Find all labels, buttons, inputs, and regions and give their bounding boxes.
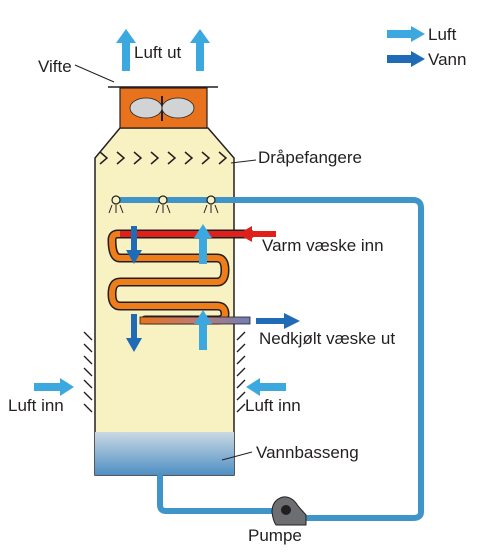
air-inlet-louvers-left — [83, 331, 93, 413]
drift-leader-line — [230, 159, 257, 164]
pump-label: Pumpe — [248, 526, 302, 545]
hot-fluid-arrow — [238, 226, 276, 242]
air-in-arrow-left — [34, 378, 74, 396]
legend-item-air: Luft — [387, 25, 457, 44]
cooled-fluid-label: Nedkjølt væske ut — [259, 329, 395, 348]
air-flow-arrow — [194, 310, 212, 350]
nozzle — [111, 195, 121, 205]
cooled-fluid-arrow — [256, 313, 300, 329]
air-in-arrow-right — [246, 378, 286, 396]
air-in-right-label: Luft inn — [245, 396, 301, 415]
fan-leader-line — [74, 64, 115, 83]
legend-water-label: Vann — [428, 50, 466, 69]
air-in-left-label: Luft inn — [8, 396, 64, 415]
legend-air-label: Luft — [428, 25, 457, 44]
pump-icon — [271, 496, 307, 526]
drift-eliminators — [99, 151, 228, 165]
air-out-arrow-right — [190, 29, 210, 71]
water-flow-arrow — [126, 314, 142, 352]
water-flow-arrow — [126, 226, 142, 264]
drift-eliminators-label: Dråpefangere — [258, 148, 362, 167]
water-basin — [95, 432, 234, 475]
nozzle — [206, 195, 216, 205]
legend-item-water: Vann — [387, 50, 466, 69]
fan-label: Vifte — [38, 57, 72, 76]
basin-leader-line — [221, 451, 253, 461]
legend: Luft Vann — [387, 25, 466, 69]
air-flow-arrow — [194, 224, 212, 264]
basin-label: Vannbasseng — [256, 443, 359, 462]
air-out-label: Luft ut — [134, 43, 182, 62]
hot-fluid-label: Varm væske inn — [262, 236, 384, 255]
legend-air-arrow — [387, 26, 425, 42]
nozzle — [158, 195, 168, 205]
air-inlet-louvers-right — [236, 331, 246, 413]
heat-exchanger-coil-fill — [109, 231, 228, 323]
legend-water-arrow — [387, 51, 425, 67]
spray-nozzles — [108, 195, 219, 214]
water-circulation-pipe — [115, 197, 424, 521]
fan-icon — [129, 96, 195, 121]
air-out-arrow-left — [116, 29, 136, 71]
